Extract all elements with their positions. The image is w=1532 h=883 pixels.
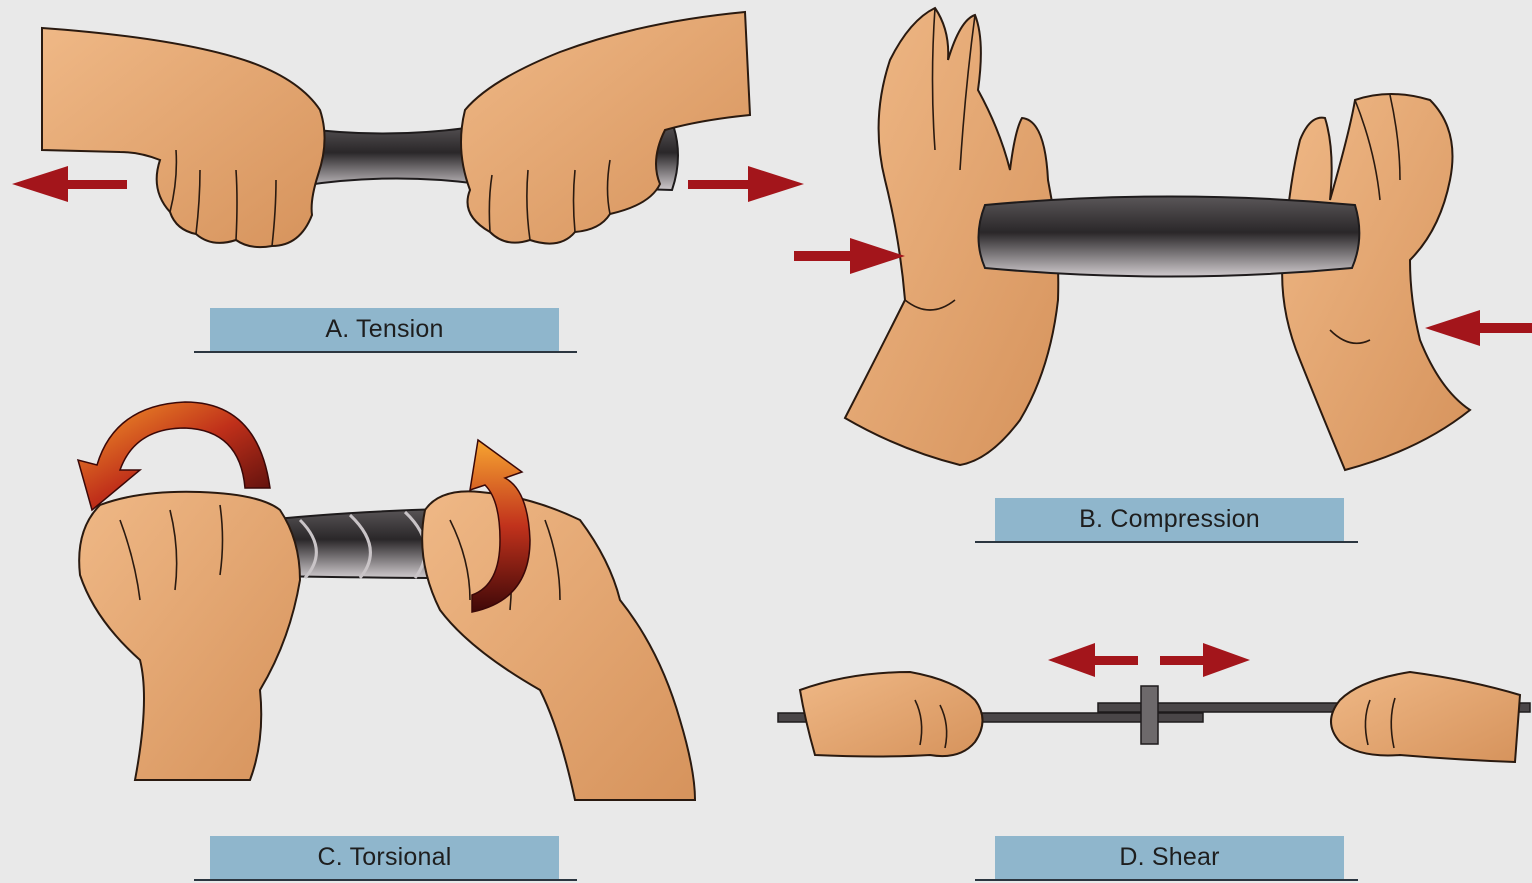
tension-left-hand: [42, 28, 325, 247]
shear-panel: [778, 643, 1530, 762]
compression-label-rule: [975, 541, 1358, 543]
compression-panel: [794, 8, 1532, 470]
compression-arrow-left: [794, 238, 905, 274]
torsional-label: C. Torsional: [210, 836, 559, 879]
tension-arrow-left: [12, 166, 127, 202]
compression-label: B. Compression: [995, 498, 1344, 541]
torsional-panel: [78, 402, 695, 800]
tension-arrow-right: [688, 166, 804, 202]
shear-pin: [1141, 686, 1158, 744]
torsional-left-hand: [79, 492, 300, 780]
tension-panel: [12, 12, 804, 247]
shear-label: D. Shear: [995, 836, 1344, 879]
shear-label-rule: [975, 879, 1358, 881]
tension-label: A. Tension: [210, 308, 559, 351]
tension-right-hand: [461, 12, 750, 244]
shear-arrow-right: [1160, 643, 1250, 677]
shear-left-hand: [800, 672, 983, 757]
torsional-label-rule: [194, 879, 577, 881]
shear-right-hand: [1331, 672, 1520, 762]
compression-right-hand: [1282, 94, 1470, 470]
torsional-right-hand: [422, 491, 695, 800]
tension-label-rule: [194, 351, 577, 353]
shear-arrow-left: [1048, 643, 1138, 677]
compression-arrow-right: [1425, 310, 1532, 346]
compression-bar: [979, 197, 1360, 277]
